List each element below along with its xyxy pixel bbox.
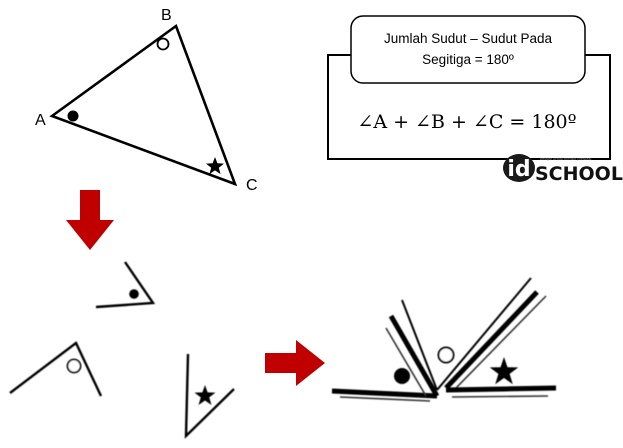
- logo-tagline: belajar untuk meraih prestasi: [540, 156, 591, 161]
- combined-c-star-icon: [489, 357, 519, 385]
- combined-a-bottom-line: [331, 388, 438, 399]
- combined-ab-shadow-line: [385, 327, 427, 397]
- corner-c-piece: [184, 353, 235, 439]
- vertex-a-label: A: [35, 112, 46, 129]
- combined-b-left-line: [401, 299, 438, 391]
- logo-id-badge: [503, 154, 535, 182]
- corner-c-lines: [184, 353, 235, 439]
- info-box-title-line2: Segitiga = 180º: [422, 52, 514, 67]
- triangle-abc: A B C: [35, 7, 258, 194]
- right-arrow-icon: [265, 340, 325, 386]
- angle-c-star-icon: [206, 157, 224, 175]
- corner-a-piece: [95, 261, 156, 309]
- logo-school-text: SCHOOL: [535, 163, 623, 185]
- down-arrow-icon: [66, 190, 114, 250]
- combined-c-bottom-line: [445, 385, 557, 393]
- corner-a-lines: [95, 261, 156, 309]
- combined-ab-line: [388, 314, 440, 398]
- combined-b-right-line: [436, 277, 532, 391]
- corner-b-lines: [9, 341, 103, 397]
- vertex-b-label: B: [161, 7, 172, 24]
- combined-angles: [331, 277, 557, 402]
- info-box-title-panel: [350, 15, 586, 84]
- corner-c-star-icon: [194, 385, 216, 405]
- angle-b-hollow-circle: [156, 37, 170, 51]
- corner-a-dot: [129, 289, 139, 299]
- angle-a-dot: [67, 110, 79, 122]
- combined-a-shadow-line: [339, 396, 431, 402]
- combined-b-hollow-circle: [437, 346, 455, 364]
- idschool-logo: id SCHOOL belajar untuk meraih prestasi: [503, 154, 623, 185]
- triangle-outline: [49, 23, 238, 187]
- vertex-c-label: C: [246, 177, 258, 194]
- info-box-title-line1: Jumlah Sudut – Sudut Pada: [384, 31, 553, 46]
- combined-bc-line: [444, 290, 539, 390]
- angle-sum-formula: ∠A + ∠B + ∠C = 180º: [357, 111, 576, 133]
- logo-id-text: id: [507, 157, 530, 182]
- corner-b-piece: [9, 341, 103, 397]
- corner-b-hollow-circle: [66, 358, 82, 374]
- combined-c-shadow-line: [451, 395, 549, 398]
- info-box: Jumlah Sudut – Sudut Pada Segitiga = 180…: [327, 15, 611, 160]
- corner-pieces: [9, 261, 235, 439]
- combined-bc-shadow-line: [455, 295, 547, 389]
- combined-a-dot: [394, 368, 410, 384]
